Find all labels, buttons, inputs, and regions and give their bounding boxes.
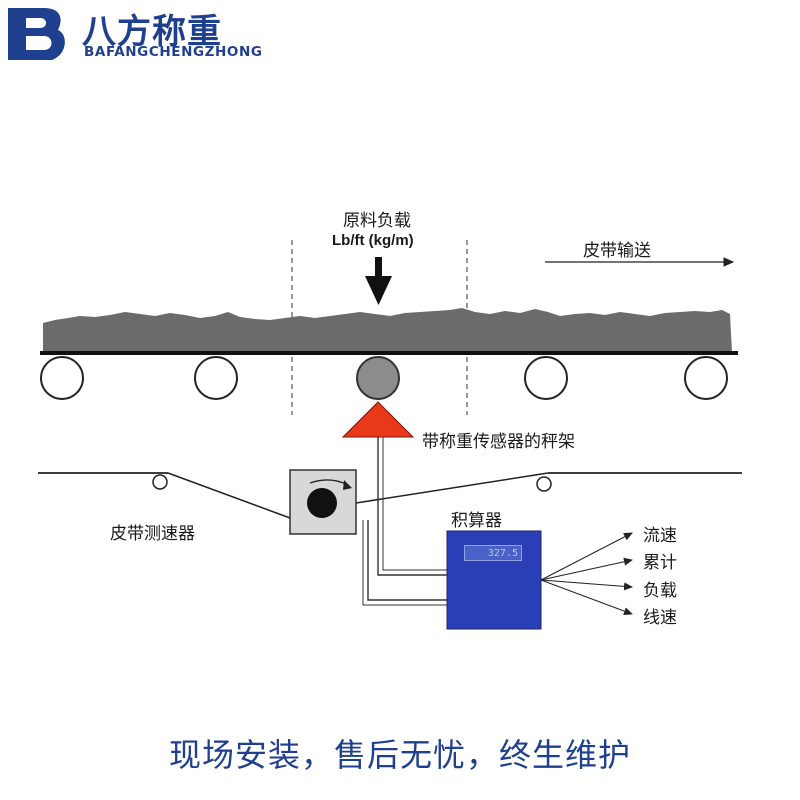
return-idler [152,474,168,490]
load-cell-cable-inner [382,437,447,571]
scale-frame-label: 带称重传感器的秤架 [422,432,575,452]
output-load: 负载 [643,581,677,601]
speed-sensor-cable [367,520,447,601]
speed-sensor-label: 皮带测速器 [110,524,195,544]
output-arrow-total [540,557,633,581]
return-belt-to-sensor-right [355,472,549,504]
conveying-label: 皮带输送 [583,241,651,261]
slogan: 现场安装，售后无忧，终生维护 [168,736,631,774]
integrator-display: 327.5 [464,545,522,561]
return-idler [536,476,552,492]
integrator-label: 积算器 [451,511,502,531]
conveyor-belt [40,351,738,355]
speed-sensor-wheel-icon [307,488,337,518]
brand-name-cn: 八方称重 [82,12,222,52]
idler-roller [524,356,568,400]
idler-roller [684,356,728,400]
idler-roller [40,356,84,400]
return-belt-to-sensor-left [167,472,291,519]
load-label: 原料负载 [343,211,411,231]
output-line-speed: 线速 [643,608,677,628]
load-arrow-shaft [375,257,382,277]
output-flow-rate: 流速 [643,526,677,546]
output-total: 累计 [643,553,677,573]
brand-name-en: BAFANGCHENGZHONG [84,44,263,60]
output-arrow-load [540,579,633,591]
weigh-idler-roller [356,356,400,400]
output-arrow-flow-rate [540,532,633,581]
output-arrow-line-speed [540,579,633,615]
idler-roller [194,356,238,400]
brand-logo-icon [8,8,65,60]
load-arrow-icon [365,276,392,305]
material-load [43,308,732,353]
load-cell-triangle-icon [341,401,415,438]
load-cell-cable [377,437,447,576]
speed-sensor-cable-inner [362,520,447,606]
load-units-label: Lb/ft (kg/m) [332,232,414,249]
